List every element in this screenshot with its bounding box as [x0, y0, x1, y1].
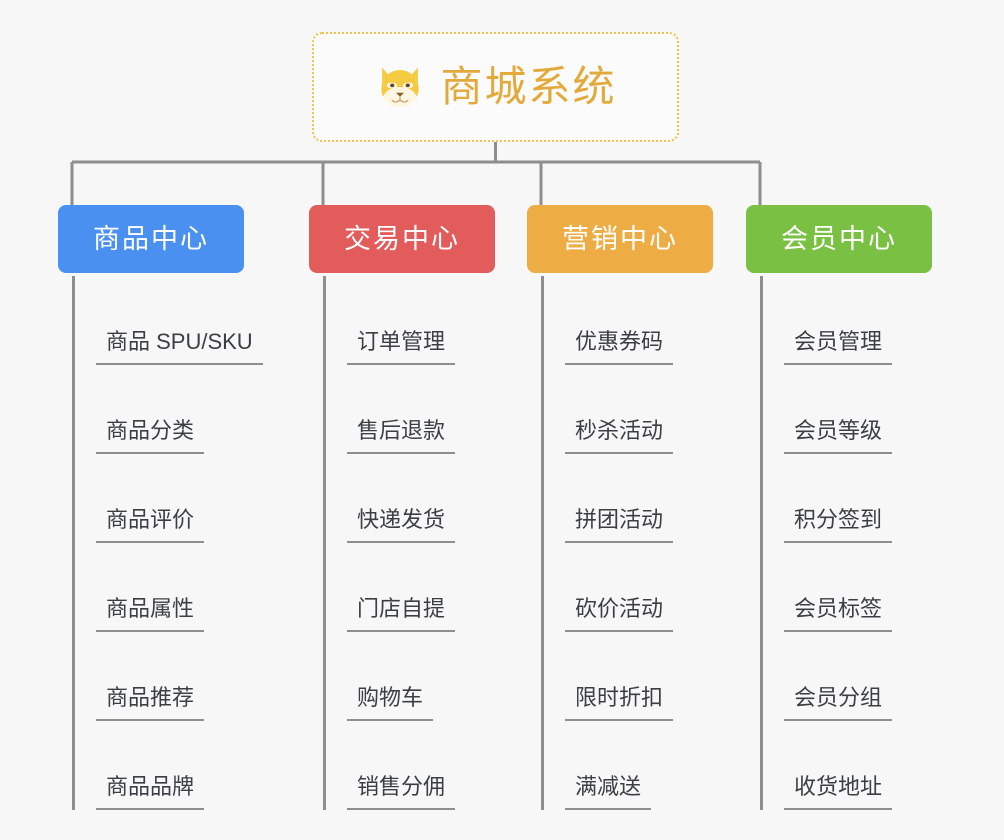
- category-label-marketing-center: 营销中心: [562, 223, 678, 254]
- leaf-item-label: 积分签到: [784, 507, 893, 543]
- leaf-item-label: 商品 SPU/SKU: [96, 329, 263, 365]
- leaf-item-label: 砍价活动: [565, 596, 674, 632]
- leaf-column-product-center: 商品 SPU/SKU 商品分类商品评价商品属性商品推荐商品品牌: [72, 276, 263, 810]
- leaf-item-label: 会员等级: [784, 418, 893, 454]
- leaf-item-label: 拼团活动: [565, 507, 674, 543]
- leaf-item-label: 满减送: [565, 774, 652, 810]
- category-label-member-center: 会员中心: [781, 223, 897, 254]
- leaf-item-label: 优惠券码: [565, 329, 674, 365]
- leaf-trunk-marketing-center: [541, 276, 544, 810]
- leaf-column-marketing-center: 优惠券码秒杀活动拼团活动砍价活动限时折扣满减送: [541, 276, 674, 810]
- category-box-marketing-center[interactable]: 营销中心: [527, 205, 713, 273]
- leaf-item-label: 会员分组: [784, 685, 893, 721]
- leaf-column-trade-center: 订单管理售后退款快递发货门店自提购物车销售分佣: [323, 276, 456, 810]
- leaf-item[interactable]: 积分签到: [760, 454, 893, 543]
- leaf-item[interactable]: 门店自提: [323, 543, 456, 632]
- leaf-item-label: 商品分类: [96, 418, 205, 454]
- leaf-item-label: 秒杀活动: [565, 418, 674, 454]
- leaf-item-label: 门店自提: [347, 596, 456, 632]
- leaf-item[interactable]: 售后退款: [323, 365, 456, 454]
- leaf-item[interactable]: 商品评价: [72, 454, 263, 543]
- leaf-item[interactable]: 会员管理: [760, 276, 893, 365]
- leaf-item[interactable]: 满减送: [541, 721, 673, 810]
- leaf-item-label: 购物车: [347, 685, 434, 721]
- root-node[interactable]: 商城系统: [312, 32, 679, 142]
- category-label-trade-center: 交易中心: [344, 223, 460, 254]
- leaf-item-label: 订单管理: [347, 329, 456, 365]
- root-title: 商城系统: [440, 63, 617, 110]
- leaf-item[interactable]: 砍价活动: [541, 543, 674, 632]
- leaf-trunk-member-center: [760, 276, 763, 810]
- leaf-item[interactable]: 商品推荐: [72, 632, 263, 721]
- category-box-member-center[interactable]: 会员中心: [746, 205, 932, 273]
- leaf-item-label: 商品评价: [96, 507, 205, 543]
- leaf-item-label: 快递发货: [347, 507, 456, 543]
- leaf-item[interactable]: 会员分组: [760, 632, 893, 721]
- leaf-item[interactable]: 销售分佣: [323, 721, 456, 810]
- leaf-item[interactable]: 商品品牌: [72, 721, 263, 810]
- leaf-item-label: 限时折扣: [565, 685, 674, 721]
- leaf-item[interactable]: 商品分类: [72, 365, 263, 454]
- leaf-item-label: 会员标签: [784, 596, 893, 632]
- leaf-item[interactable]: 商品 SPU/SKU: [72, 276, 263, 365]
- leaf-item[interactable]: 会员等级: [760, 365, 893, 454]
- leaf-item[interactable]: 订单管理: [323, 276, 456, 365]
- leaf-item[interactable]: 限时折扣: [541, 632, 674, 721]
- leaf-item[interactable]: 秒杀活动: [541, 365, 674, 454]
- leaf-item-label: 收货地址: [784, 774, 893, 810]
- leaf-item-label: 售后退款: [347, 418, 456, 454]
- leaf-trunk-trade-center: [323, 276, 326, 810]
- leaf-item[interactable]: 快递发货: [323, 454, 456, 543]
- leaf-item[interactable]: 拼团活动: [541, 454, 674, 543]
- leaf-item[interactable]: 购物车: [323, 632, 455, 721]
- leaf-item[interactable]: 会员标签: [760, 543, 893, 632]
- category-label-product-center: 商品中心: [93, 223, 209, 254]
- leaf-column-member-center: 会员管理会员等级积分签到会员标签会员分组收货地址: [760, 276, 893, 810]
- leaf-item[interactable]: 收货地址: [760, 721, 893, 810]
- leaf-item-label: 商品属性: [96, 596, 205, 632]
- leaf-item-label: 销售分佣: [347, 774, 456, 810]
- shiba-dog-face-icon: [381, 67, 420, 108]
- category-box-product-center[interactable]: 商品中心: [58, 205, 244, 273]
- leaf-item[interactable]: 商品属性: [72, 543, 263, 632]
- category-box-trade-center[interactable]: 交易中心: [309, 205, 495, 273]
- leaf-item[interactable]: 优惠券码: [541, 276, 674, 365]
- leaf-item-label: 商品品牌: [96, 774, 205, 810]
- leaf-item-label: 会员管理: [784, 329, 893, 365]
- leaf-item-label: 商品推荐: [96, 685, 205, 721]
- leaf-trunk-product-center: [72, 276, 75, 810]
